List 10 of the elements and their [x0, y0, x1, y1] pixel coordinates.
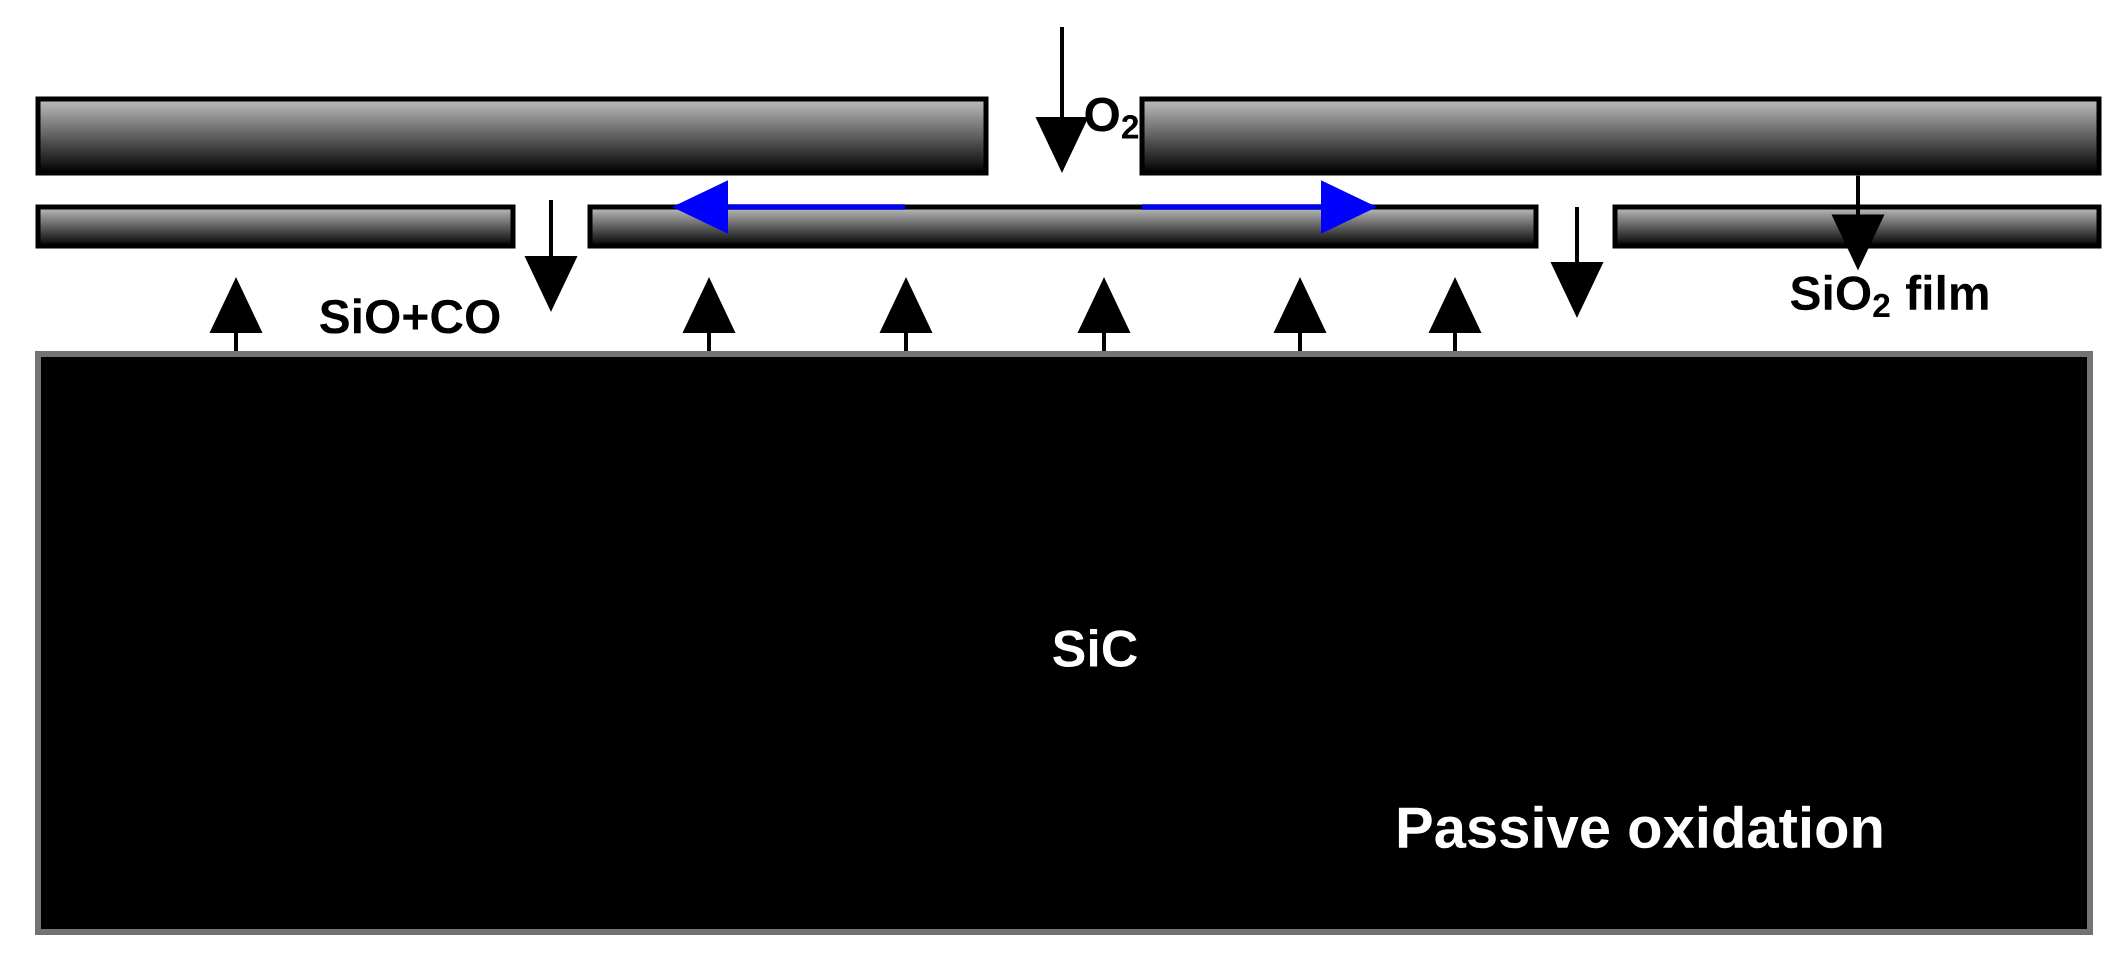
block-label: Passive oxidation [1398, 805, 1882, 849]
oxide-layer [1612, 204, 2102, 249]
gas-label: O$_{2}$ [1085, 97, 1139, 139]
gas-label: SiO+CO [320, 298, 500, 334]
oxide-layer [587, 204, 1539, 249]
oxide-layer [35, 204, 516, 249]
block-label: SiC [1053, 628, 1137, 668]
oxide-layer [35, 96, 989, 176]
oxide-layer [1139, 96, 2102, 176]
film-label: SiO$_{2}$ film [1790, 274, 1988, 318]
